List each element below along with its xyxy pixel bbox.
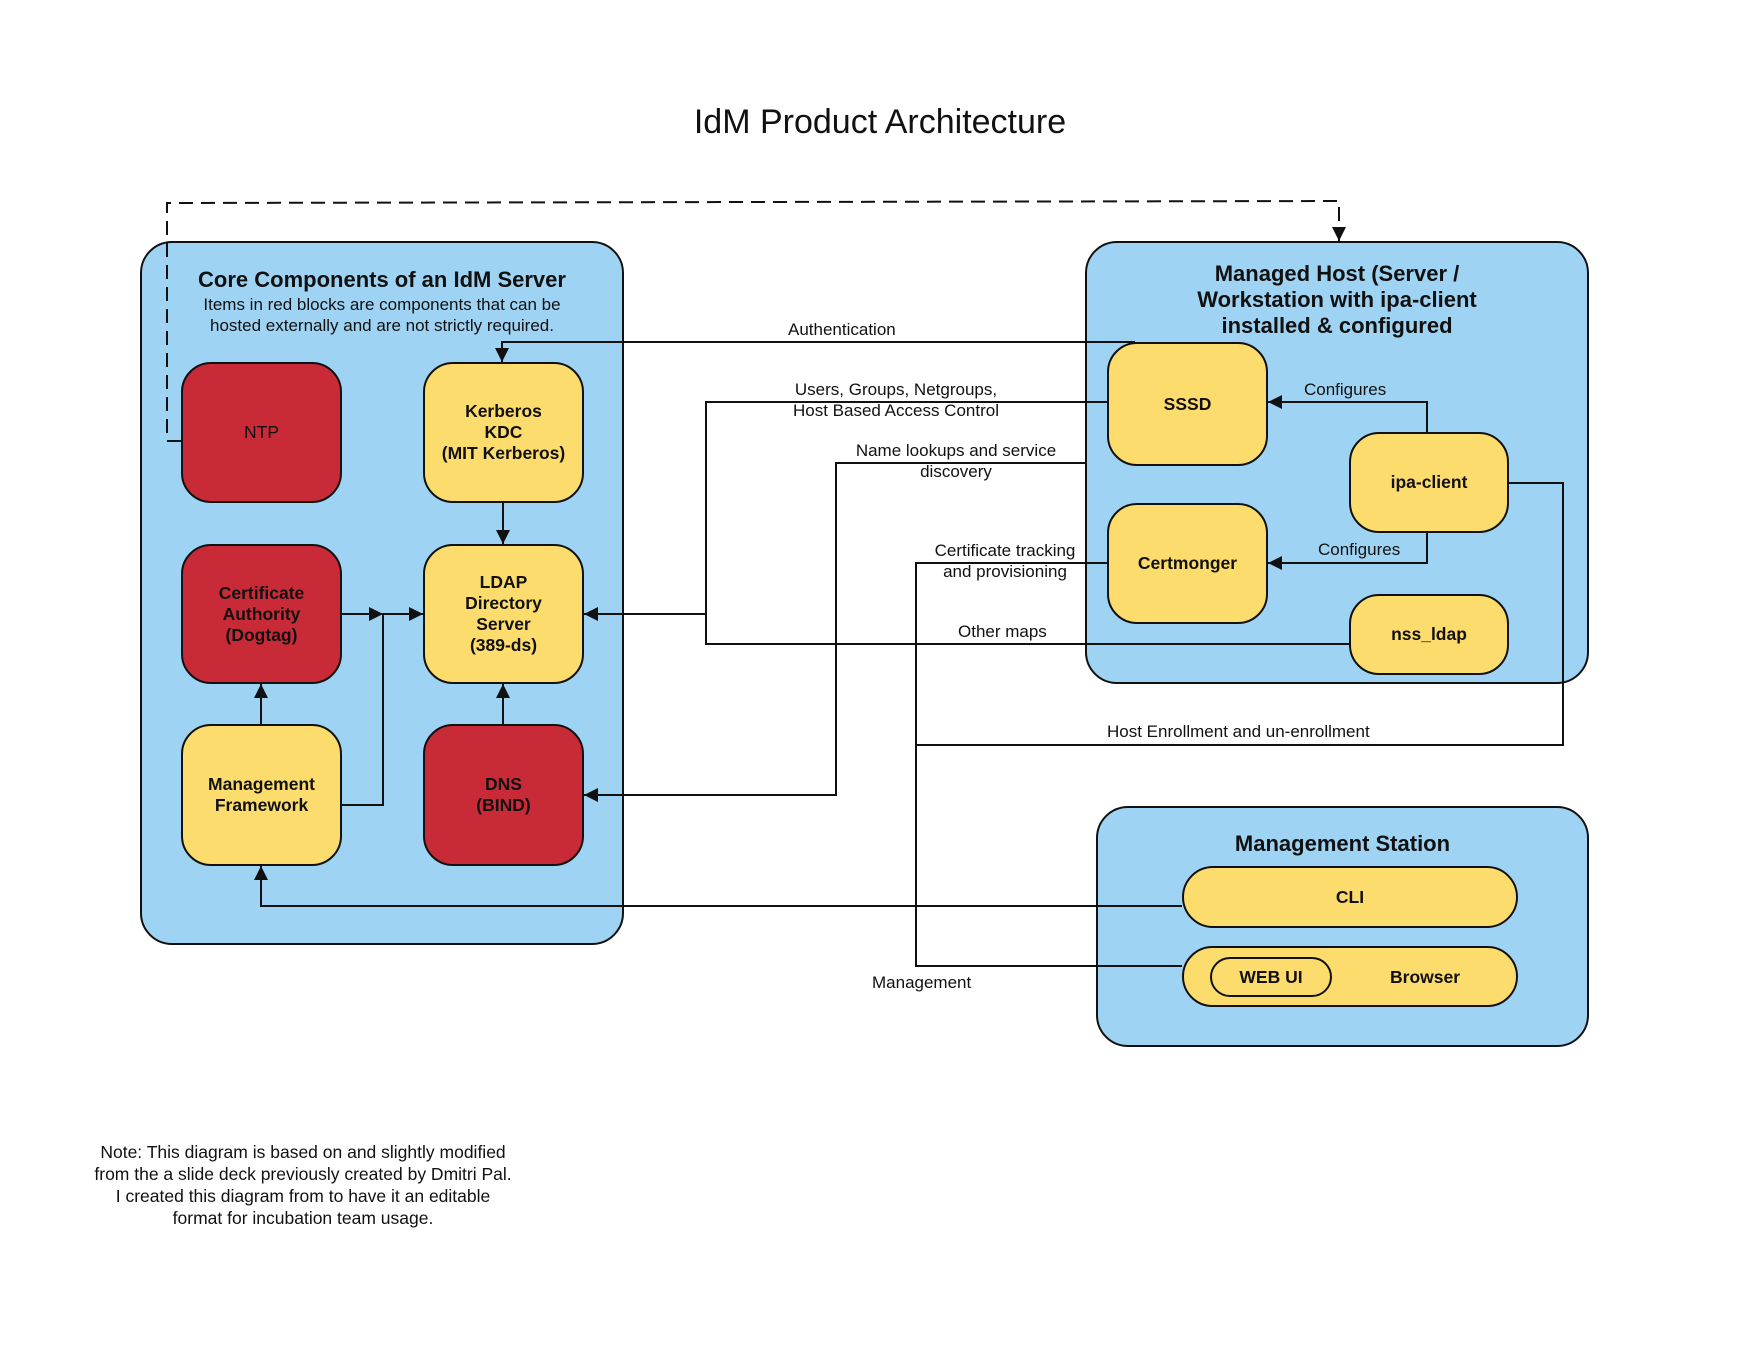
mgmt-ldap-line	[342, 607, 423, 806]
ca-label-line3: (Dogtag)	[225, 624, 298, 645]
cli-management-line	[254, 866, 1182, 907]
ldap-label-line3: Server	[476, 614, 531, 634]
kerberos-label-line2: KDC	[484, 422, 523, 442]
users-groups-label-line2: Host Based Access Control	[793, 401, 999, 420]
management-framework-node: Management Framework	[181, 724, 342, 866]
ntp-time-sync-line	[166, 199, 1346, 442]
core-components-subtitle-line2: hosted externally and are not strictly r…	[210, 316, 554, 335]
certificate-tracking-label-line1: Certificate tracking	[934, 541, 1076, 560]
page-title: IdM Product Architecture	[693, 103, 1067, 141]
mgmt-label-line2: Framework	[214, 795, 309, 815]
dns-label-line1: DNS	[485, 774, 522, 794]
browser-pill: WEB UI Browser	[1182, 946, 1518, 1007]
name-lookups-line	[584, 462, 1085, 802]
users-groups-line	[584, 401, 1107, 621]
kerberos-kdc-node: Kerberos KDC (MIT Kerberos)	[423, 362, 584, 503]
certmonger-label: Certmonger	[1137, 553, 1238, 573]
nss-ldap-label: nss_ldap	[1391, 624, 1467, 644]
ldap-label-line2: Directory	[465, 593, 542, 613]
sssd-node: SSSD	[1107, 342, 1268, 466]
authentication-label: Authentication	[788, 320, 896, 339]
ldap-label-line4: (389-ds)	[469, 635, 538, 655]
kerberos-label-line1: Kerberos	[465, 401, 542, 421]
configures-sssd-label: Configures	[1304, 380, 1387, 399]
ldap-directory-server-node: LDAP Directory Server (389-ds)	[423, 544, 584, 684]
authentication-line	[495, 341, 1135, 362]
browser-label: Browser	[1390, 967, 1461, 987]
certificate-tracking-line	[915, 562, 1182, 967]
ipa-client-label: ipa-client	[1390, 472, 1468, 492]
mgmt-label-line1: Management	[208, 774, 315, 794]
certmonger-node: Certmonger	[1107, 503, 1268, 624]
ntp-label: NTP	[244, 422, 279, 442]
dns-node: DNS (BIND)	[423, 724, 584, 866]
footnote-line1: Note: This diagram is based on and sligh…	[100, 1142, 506, 1162]
ldap-label-line1: LDAP	[479, 572, 528, 592]
sssd-label: SSSD	[1163, 393, 1212, 414]
web-ui-label: WEB UI	[1239, 966, 1303, 987]
other-maps-line	[705, 614, 1349, 645]
certificate-authority-node: Certificate Authority (Dogtag)	[181, 544, 342, 684]
footnote-line3: I created this diagram from to have it a…	[115, 1186, 491, 1206]
management-label: Management	[872, 973, 972, 992]
footnote-line2: from the a slide deck previously created…	[94, 1164, 512, 1184]
host-enrollment-label: Host Enrollment and un-enrollment	[1107, 722, 1370, 741]
footnote-line4: format for incubation team usage.	[172, 1208, 434, 1228]
dns-label-line2: (BIND)	[476, 795, 531, 815]
ca-label-line1: Certificate	[218, 582, 305, 603]
nss-ldap-node: nss_ldap	[1349, 594, 1509, 675]
core-components-title: Core Components of an IdM Server	[198, 267, 566, 292]
name-lookups-label-line1: Name lookups and service	[855, 441, 1057, 460]
certificate-tracking-label-line2: and provisioning	[943, 562, 1067, 581]
other-maps-label: Other maps	[958, 622, 1047, 641]
users-groups-label-line1: Users, Groups, Netgroups,	[794, 380, 998, 399]
kerberos-label-line3: (MIT Kerberos)	[441, 443, 566, 463]
cli-label: CLI	[1335, 886, 1365, 907]
managed-host-title-line1: Managed Host (Server /	[1214, 261, 1460, 286]
managed-host-title-line2: Workstation with ipa-client	[1197, 287, 1477, 312]
host-enrollment-line	[916, 482, 1564, 746]
configures-certmonger-label: Configures	[1318, 540, 1401, 559]
ntp-node: NTP	[181, 362, 342, 503]
footnote: Note: This diagram is based on and sligh…	[78, 1141, 528, 1229]
core-components-subtitle-line1: Items in red blocks are components that …	[203, 295, 561, 314]
configures-sssd-line	[1268, 395, 1428, 432]
ipa-client-node: ipa-client	[1349, 432, 1509, 533]
name-lookups-label-line2: discovery	[920, 462, 992, 481]
managed-host-title-line3: installed & configured	[1221, 313, 1453, 338]
ca-label-line2: Authority	[222, 603, 301, 624]
configures-certmonger-line	[1268, 533, 1428, 570]
web-ui-pill: WEB UI	[1210, 957, 1332, 997]
cli-pill: CLI	[1182, 866, 1518, 928]
management-station-title: Management Station	[1234, 831, 1451, 856]
